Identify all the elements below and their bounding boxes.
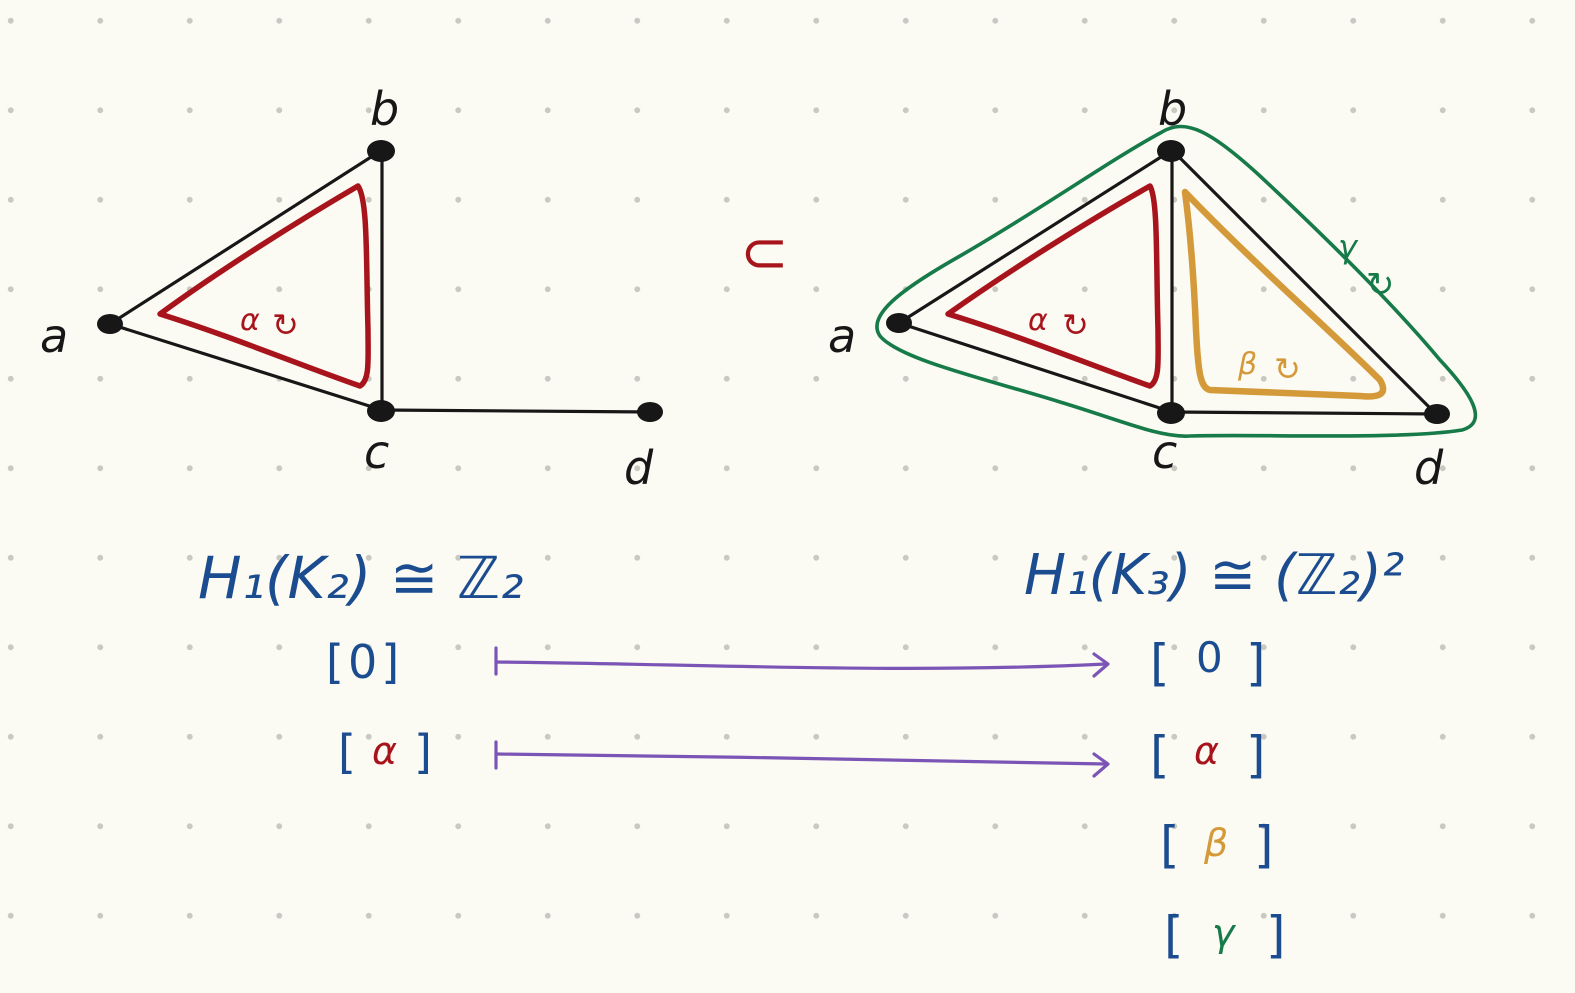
left-complex: a b c d α ↻ xyxy=(40,82,663,495)
left-class-alpha-open-bracket: [ xyxy=(338,725,356,779)
left-class-alpha-symbol: α xyxy=(372,729,397,773)
left-class-zero: [0] xyxy=(326,635,403,689)
map-arrow-alpha-shaft xyxy=(494,752,1108,766)
right-class-alpha-open-bracket: [ xyxy=(1150,726,1170,784)
right-vertex-d xyxy=(1424,404,1450,424)
map-arrow-alpha xyxy=(494,740,1110,778)
right-cycle-gamma xyxy=(875,124,1478,438)
right-class-alpha: [ α ] xyxy=(1150,726,1266,784)
left-vertex-c xyxy=(367,400,395,422)
left-vertex-a xyxy=(97,314,123,334)
map-arrow-zero-head-icon xyxy=(1092,652,1110,678)
right-class-gamma-symbol: γ xyxy=(1212,911,1237,955)
right-label-d: d xyxy=(1414,441,1444,495)
left-class-alpha-close-bracket: ] xyxy=(414,725,432,779)
right-class-zero: [ 0 ] xyxy=(1150,633,1266,692)
right-alpha-label: α xyxy=(1028,303,1048,338)
right-vertex-a xyxy=(886,313,912,333)
left-edges xyxy=(108,148,652,414)
map-arrow-alpha-head-icon xyxy=(1092,752,1110,778)
right-beta-label: β xyxy=(1237,347,1257,382)
map-arrows xyxy=(494,646,1110,778)
inclusion-symbol: ⊂ xyxy=(740,218,789,286)
right-class-beta-symbol: β xyxy=(1203,821,1228,865)
homology-left-title: H₁(K₂) ≅ ℤ₂ xyxy=(198,544,523,612)
right-class-zero-symbol: 0 xyxy=(1196,633,1223,682)
left-alpha-label: α xyxy=(240,303,260,338)
right-edge-cd xyxy=(1170,410,1438,416)
left-vertices xyxy=(97,140,663,422)
left-edge-ac xyxy=(108,322,384,412)
right-gamma-label: γ xyxy=(1338,228,1359,266)
right-class-gamma: [ γ ] xyxy=(1164,906,1286,964)
right-class-gamma-open-bracket: [ xyxy=(1164,906,1184,964)
map-arrow-zero-shaft xyxy=(494,660,1108,670)
right-vertex-b xyxy=(1157,140,1185,162)
right-gamma-arrow-icon: ↻ xyxy=(1366,265,1395,305)
left-edge-ab xyxy=(108,148,384,326)
left-class-alpha: [ α ] xyxy=(338,725,432,779)
right-class-alpha-close-bracket: ] xyxy=(1246,726,1266,784)
right-class-gamma-close-bracket: ] xyxy=(1266,906,1286,964)
right-class-beta-open-bracket: [ xyxy=(1160,816,1180,874)
left-label-b: b xyxy=(370,82,399,136)
right-label-b: b xyxy=(1158,82,1187,136)
right-class-alpha-symbol: α xyxy=(1194,729,1219,773)
right-cycle-beta xyxy=(1181,188,1387,400)
left-vertex-b xyxy=(367,140,395,162)
right-beta-arrow-icon: ↻ xyxy=(1274,350,1301,388)
right-cycle-alpha xyxy=(945,183,1161,389)
homology-right-title: H₁(K₃) ≅ (ℤ₂)² xyxy=(1024,543,1404,608)
right-class-beta: [ β ] xyxy=(1160,816,1274,874)
left-label-d: d xyxy=(624,441,654,495)
left-alpha-arrow-icon: ↻ xyxy=(272,306,299,344)
right-label-a: a xyxy=(828,309,856,363)
right-edge-bd xyxy=(1170,148,1438,416)
right-vertices xyxy=(886,140,1450,424)
right-edge-ac xyxy=(897,321,1174,414)
right-alpha-arrow-icon: ↻ xyxy=(1062,306,1089,344)
left-edge-cd xyxy=(380,408,652,414)
left-label-a: a xyxy=(40,309,68,363)
right-edge-ab xyxy=(897,148,1174,325)
right-class-zero-close-bracket: ] xyxy=(1246,634,1266,692)
right-class-beta-close-bracket: ] xyxy=(1254,816,1274,874)
left-label-c: c xyxy=(364,425,389,479)
left-cycle-alpha xyxy=(157,183,371,389)
right-edges xyxy=(897,148,1438,416)
left-vertex-d xyxy=(637,402,663,422)
right-label-c: c xyxy=(1152,425,1177,479)
map-arrow-zero xyxy=(494,646,1110,678)
right-vertex-c xyxy=(1157,402,1185,424)
right-class-zero-open-bracket: [ xyxy=(1150,634,1170,692)
right-complex: a b c d α ↻ β ↻ γ ↻ xyxy=(828,82,1478,495)
